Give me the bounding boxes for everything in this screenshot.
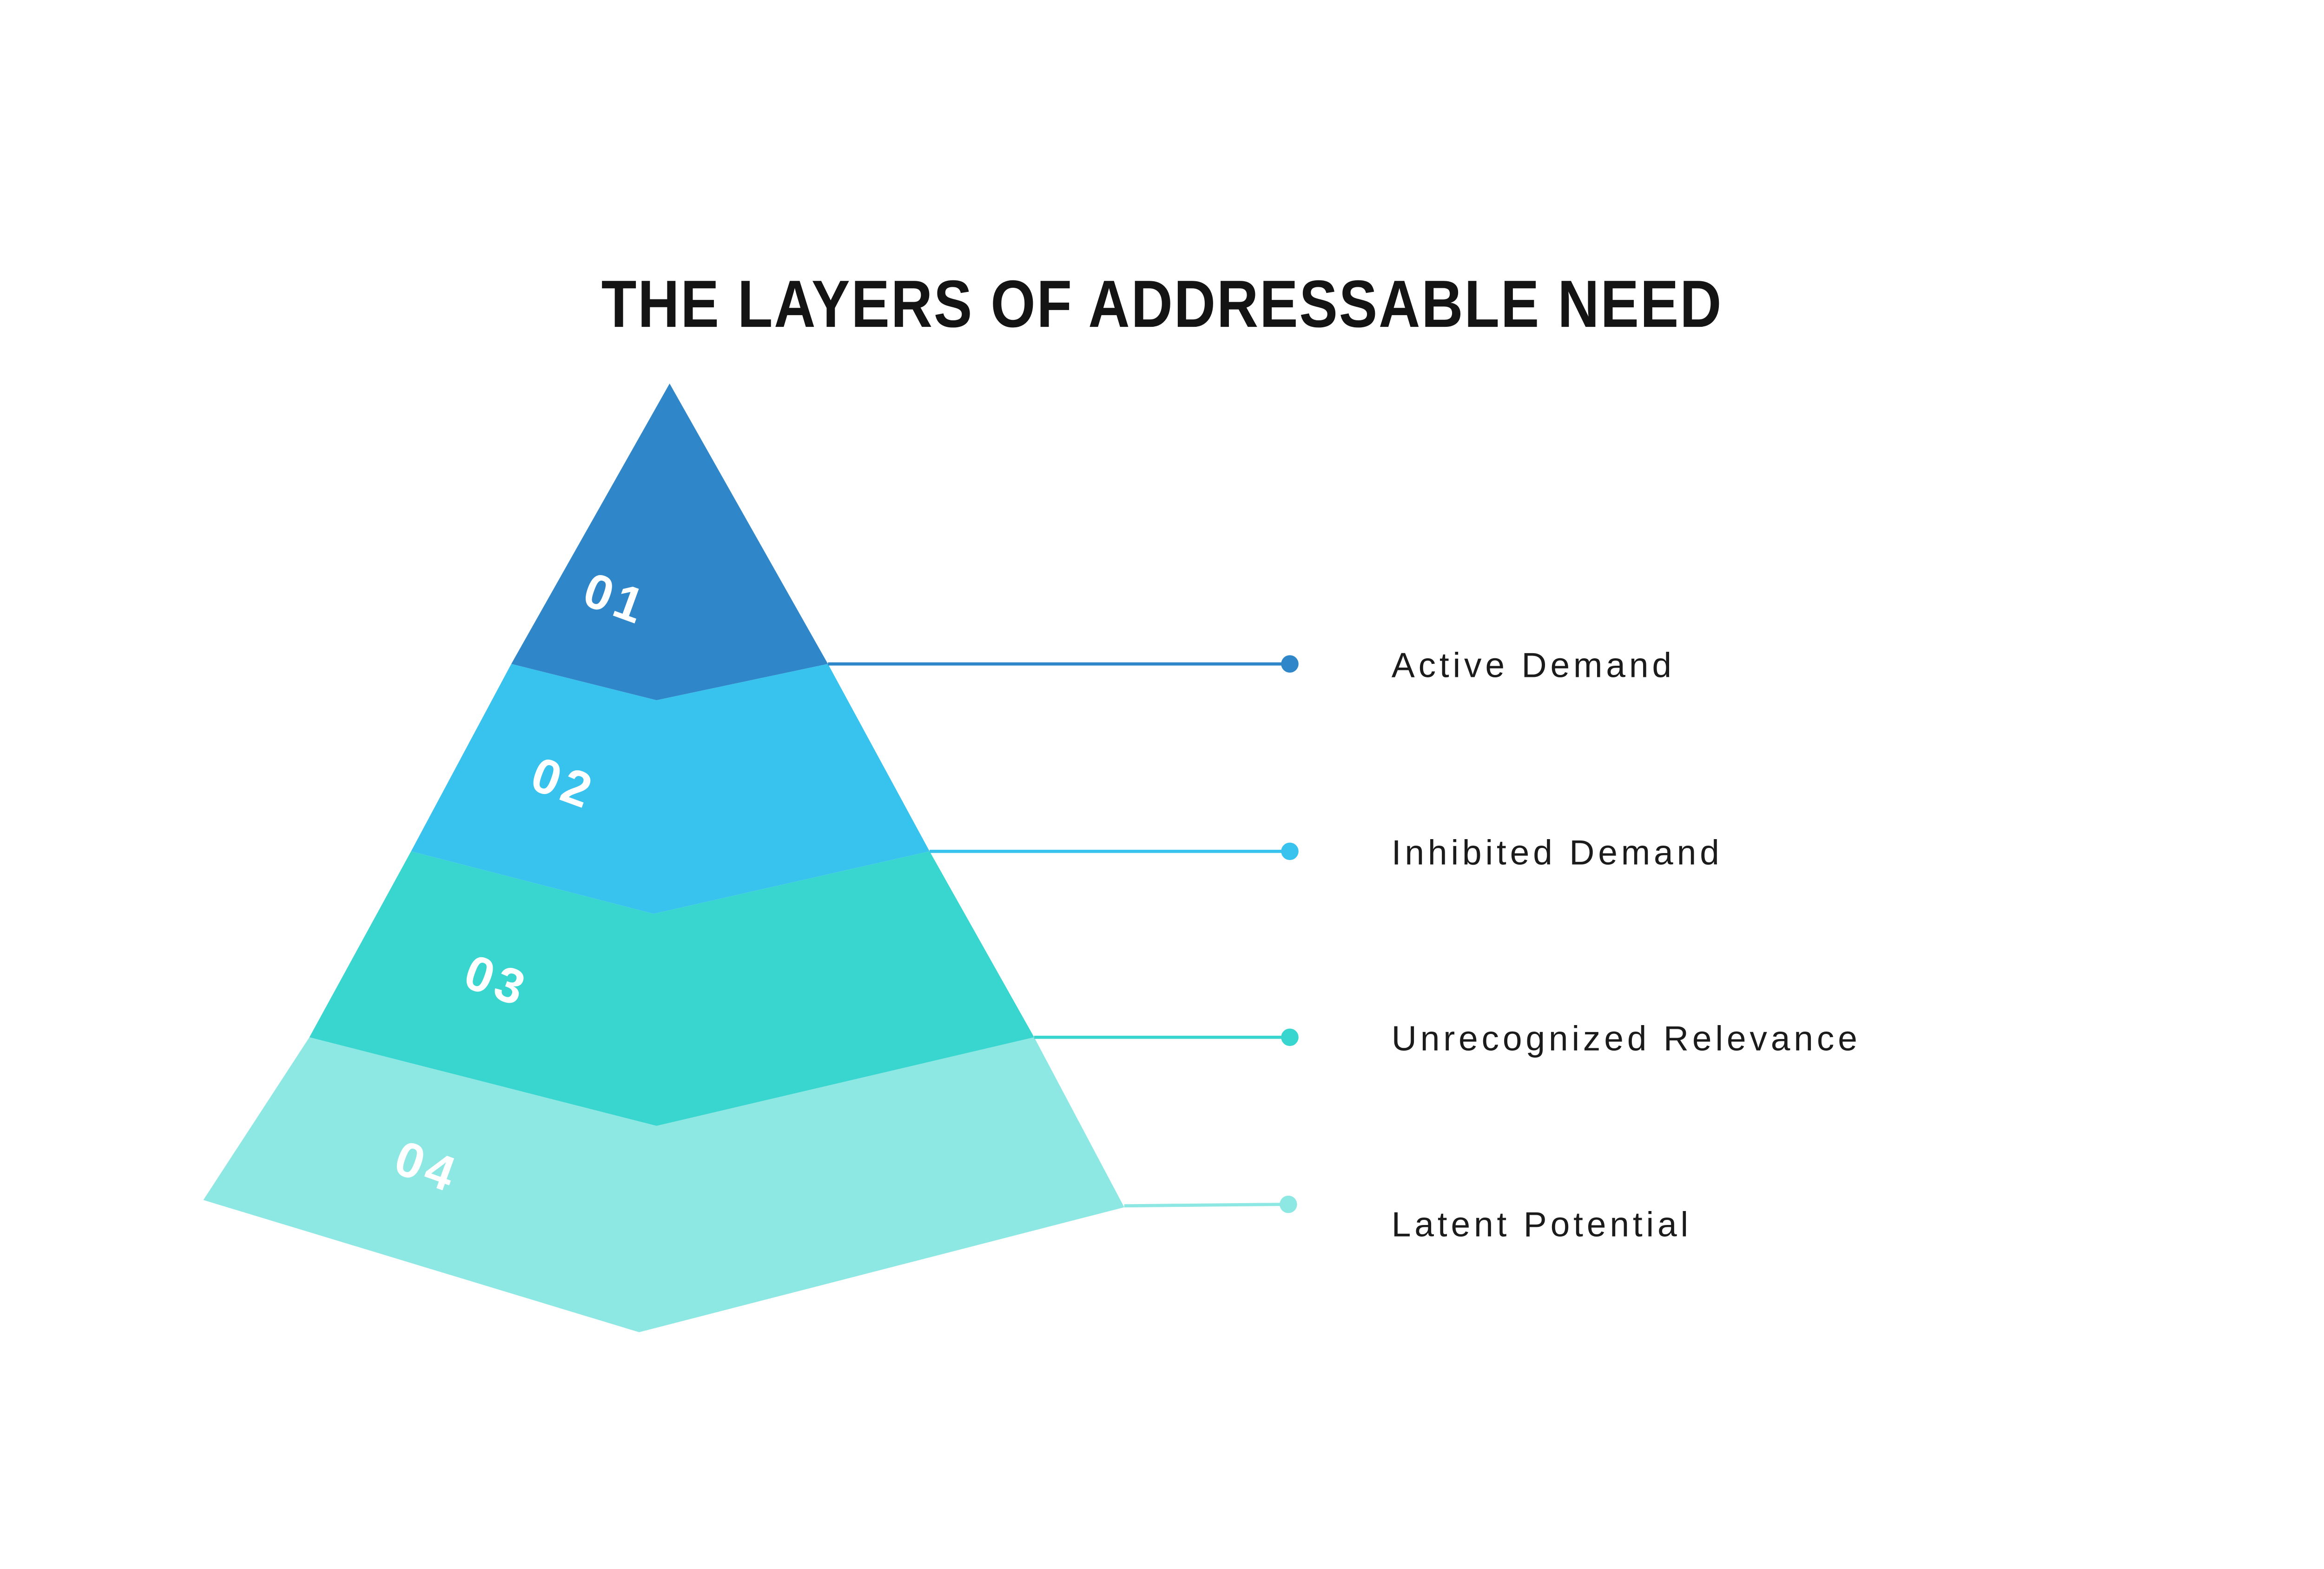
pyramid-layer-2 — [411, 664, 930, 914]
pyramid-layer-4 — [203, 1037, 1124, 1332]
connector-dot-4 — [1280, 1195, 1297, 1213]
pyramid-layer-1 — [511, 384, 828, 701]
layer-label-3: Unrecognized Relevance — [1392, 1019, 1861, 1058]
connector-line-4 — [1124, 1203, 1281, 1208]
connector-dot-3 — [1281, 1028, 1299, 1046]
page-title: THE LAYERS OF ADDRESSABLE NEED — [601, 267, 1723, 341]
connector-dot-1 — [1281, 655, 1299, 673]
connector-dot-2 — [1281, 842, 1299, 860]
layer-label-1: Active Demand — [1392, 645, 1675, 684]
layer-label-4: Latent Potential — [1392, 1205, 1692, 1244]
layer-label-2: Inhibited Demand — [1392, 833, 1723, 872]
pyramid-layer-3 — [309, 851, 1034, 1126]
